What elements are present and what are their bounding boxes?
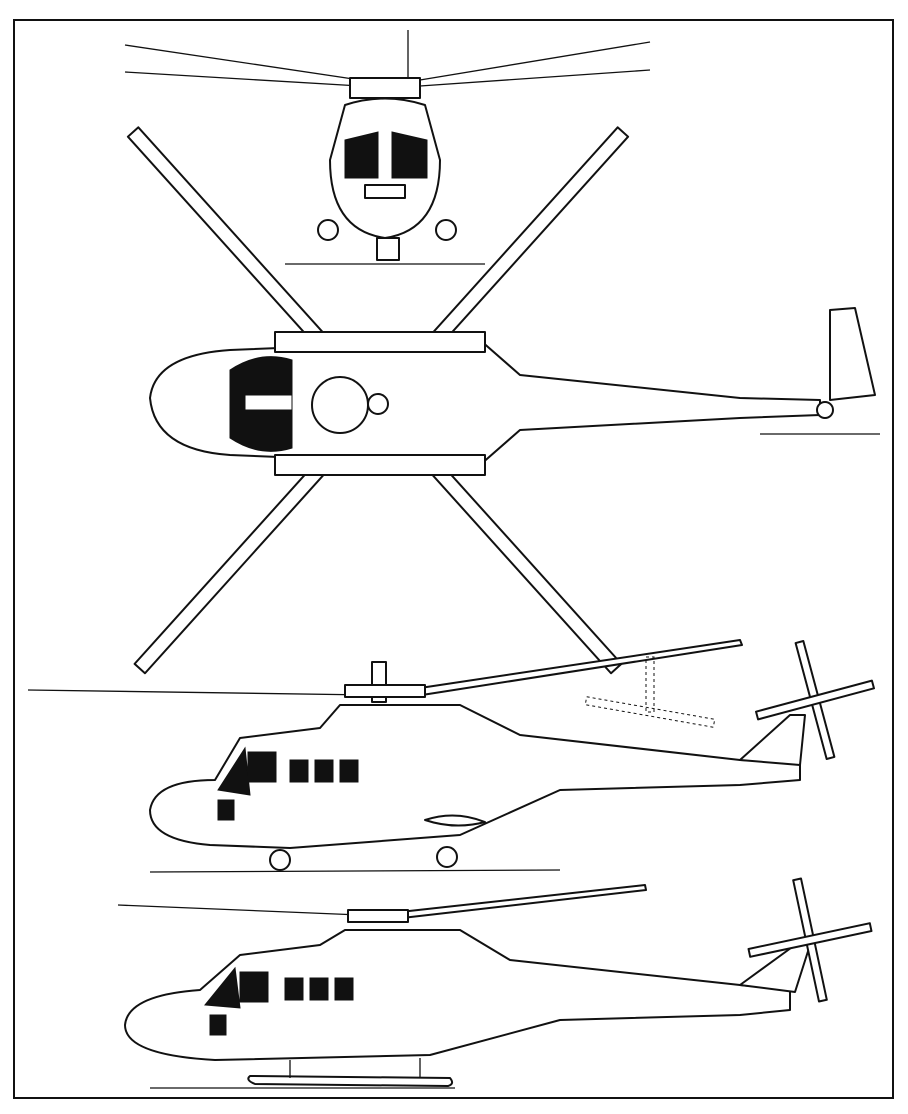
side-ground-line: [149, 869, 561, 873]
skid-lower-window: [209, 1014, 227, 1036]
front-wheel-left: [317, 219, 339, 241]
top-engine-intake: [311, 376, 369, 434]
top-view: [126, 126, 880, 675]
side-rotor-blade-front: [419, 639, 743, 696]
front-fuselage: [329, 97, 441, 239]
side-tail-fin: [739, 714, 806, 766]
skid-rotor-blade-front: [399, 884, 647, 919]
skid-rotor-hub: [347, 909, 409, 923]
side-nose-wheel: [269, 849, 291, 871]
side-view-skid: [117, 877, 873, 1089]
front-rotor-blade-right-upper: [419, 41, 651, 81]
front-rotor-blade-right-lower: [419, 69, 651, 87]
skid-tail-rotor: [747, 877, 873, 1003]
top-rotor-hub: [367, 393, 389, 415]
skid-windscreen: [204, 966, 241, 1009]
top-sponson-upper: [274, 331, 486, 353]
side-sponson: [424, 814, 486, 827]
front-windscreen-right: [391, 131, 428, 179]
skid-cabin-window: [284, 977, 304, 1001]
front-windscreen-left: [344, 131, 379, 179]
front-view: [124, 30, 651, 265]
skid-landing-skid: [247, 1075, 454, 1087]
front-rotor-hub: [349, 77, 421, 99]
skid-rotor-blade-rear: [117, 904, 361, 916]
front-nose-gear: [376, 237, 400, 261]
side-rotor-hub: [344, 684, 426, 698]
front-wheel-right: [435, 219, 457, 241]
side-cabin-window: [339, 759, 359, 783]
top-tail-fin: [829, 307, 876, 401]
skid-cockpit-window: [239, 971, 269, 1003]
side-cabin-window: [314, 759, 334, 783]
front-rotor-blade-left-lower: [124, 71, 361, 87]
top-sponson-lower: [274, 454, 486, 476]
drawing-frame: [13, 19, 894, 1099]
top-cockpit-frame: [244, 394, 293, 411]
side-main-wheel: [436, 846, 458, 868]
skid-cabin-window: [334, 977, 354, 1001]
side-lower-window: [217, 799, 235, 821]
side-tail-rotor: [755, 640, 875, 760]
top-tail-hub: [816, 401, 834, 419]
side-folded-rotor-dashed: [584, 656, 716, 728]
side-cockpit-window: [247, 751, 277, 783]
front-rotor-blade-left-upper: [124, 44, 361, 81]
front-nose-panel: [364, 184, 406, 199]
skid-cabin-window: [309, 977, 329, 1001]
side-cabin-window: [289, 759, 309, 783]
side-view-wheeled: [27, 639, 875, 873]
side-rotor-blade-rear: [27, 689, 371, 696]
